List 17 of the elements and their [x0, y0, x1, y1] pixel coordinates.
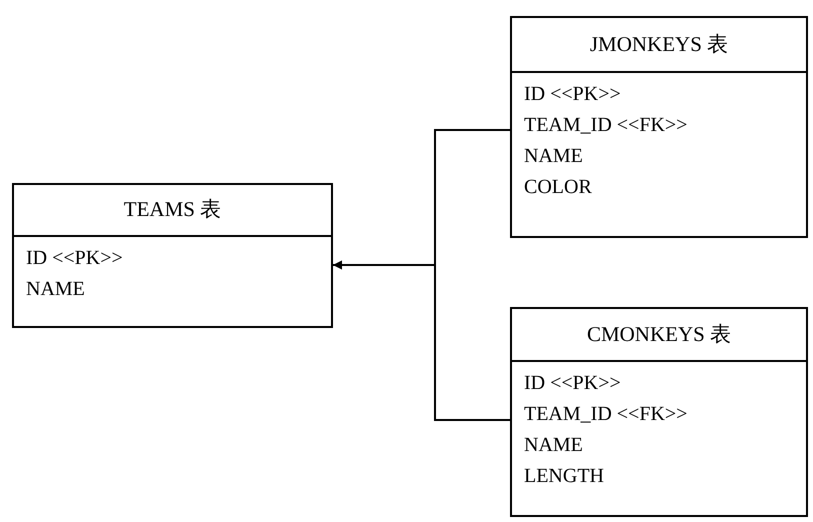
column-field: NAME	[524, 430, 583, 461]
column-field: NAME	[524, 141, 583, 172]
table-title: TEAMS 表	[124, 196, 222, 224]
table-title: CMONKEYS 表	[586, 320, 732, 348]
column-field: ID <<PK>>	[524, 79, 621, 110]
table-box	[12, 183, 333, 328]
column-field: TEAM_ID <<FK>>	[524, 110, 688, 141]
column-field: COLOR	[524, 172, 592, 203]
column-field: TEAM_ID <<FK>>	[524, 399, 688, 430]
column-field: ID <<PK>>	[524, 368, 621, 399]
table-box	[510, 16, 808, 238]
table-box	[510, 307, 808, 517]
connector-arrow	[333, 260, 510, 421]
column-field: ID <<PK>>	[26, 243, 123, 274]
column-field: LENGTH	[524, 461, 604, 492]
table-title: JMONKEYS 表	[590, 30, 728, 58]
column-field: NAME	[26, 274, 85, 305]
